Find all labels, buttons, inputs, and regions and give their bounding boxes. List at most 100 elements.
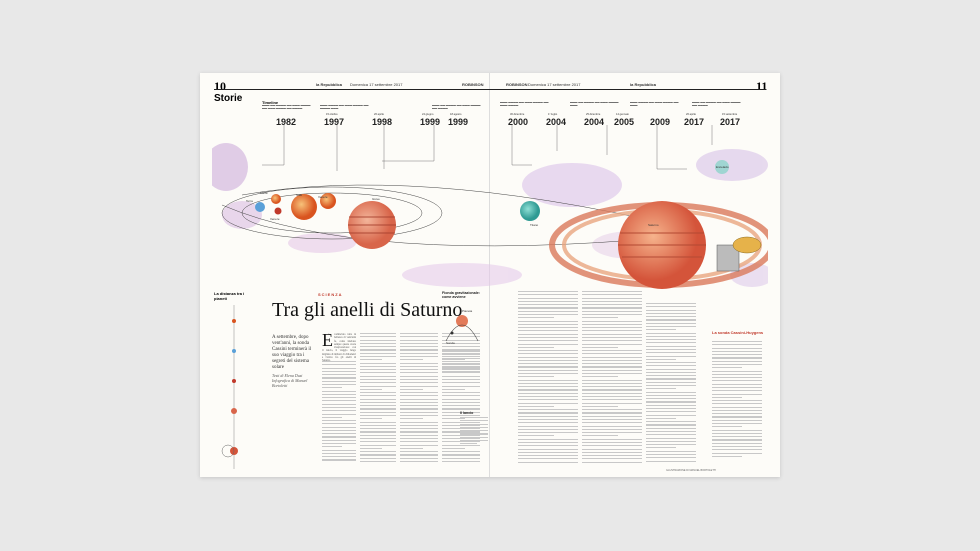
article-column-4 xyxy=(442,333,480,465)
article-standfirst: A settembre, dopo vent'anni, la sonda Ca… xyxy=(272,335,312,370)
text-line xyxy=(518,369,578,371)
text-line xyxy=(518,405,554,407)
article-kicker: SCIENZA xyxy=(318,292,343,297)
text-line xyxy=(712,455,742,457)
text-line xyxy=(646,348,696,351)
saturn-planet xyxy=(549,201,768,289)
text-line xyxy=(646,368,696,370)
sun xyxy=(291,194,317,220)
text-line xyxy=(442,418,465,420)
text-line xyxy=(518,402,578,404)
sidebar-title: La distanza tra i pianeti xyxy=(214,291,245,301)
text-line xyxy=(442,339,480,341)
timeline-date: 15 ottobre xyxy=(326,113,338,116)
titan-moon xyxy=(520,201,540,221)
text-line xyxy=(400,378,438,381)
timeline-year: 2005 xyxy=(614,117,635,127)
text-line xyxy=(712,409,762,411)
text-line xyxy=(712,406,762,408)
distance-scale xyxy=(221,305,238,469)
text-line xyxy=(582,323,642,325)
text-line xyxy=(646,430,696,433)
text-line xyxy=(712,396,742,398)
illustration-credit: ILLUSTRAZIONE DI MANUEL BORTOLETTI xyxy=(666,469,717,472)
text-line xyxy=(460,436,488,438)
text-line xyxy=(712,377,762,379)
timeline-note: ▬▬▬ ▬▬▬▬ ▬▬ ▬▬▬ ▬▬▬▬ ▬▬ ▬▬▬ xyxy=(630,101,679,107)
text-line xyxy=(442,421,480,423)
timeline-year: 2017 xyxy=(684,117,705,127)
text-line xyxy=(646,381,696,383)
text-line xyxy=(360,434,396,436)
text-line xyxy=(646,414,696,416)
text-line xyxy=(646,457,696,459)
text-line xyxy=(518,412,578,414)
text-line xyxy=(712,370,762,372)
text-line xyxy=(442,370,480,372)
text-line xyxy=(646,440,696,442)
timeline-connectors xyxy=(262,125,713,171)
text-line xyxy=(442,375,480,377)
text-line xyxy=(582,435,618,437)
timeline-year: 2004 xyxy=(584,117,605,127)
text-line xyxy=(400,346,438,348)
text-line xyxy=(360,421,396,423)
text-line xyxy=(442,401,480,403)
text-line xyxy=(322,397,356,399)
text-line xyxy=(442,411,480,413)
text-line xyxy=(460,417,488,419)
text-line xyxy=(442,349,480,351)
earth-planet xyxy=(255,202,265,212)
text-line xyxy=(646,303,696,305)
text-line xyxy=(582,402,642,404)
text-line xyxy=(712,344,762,346)
text-line xyxy=(518,297,578,299)
text-line xyxy=(582,333,642,335)
text-line xyxy=(322,436,356,438)
text-line xyxy=(360,359,382,361)
text-line xyxy=(442,346,480,348)
text-line xyxy=(360,369,396,371)
timeline-note: ▬▬▬ ▬▬ ▬▬▬▬ ▬▬ ▬▬▬ ▬▬▬▬ ▬▬ ▬▬▬ ▬▬▬▬ ▬▬ ▬… xyxy=(262,104,311,110)
masthead-right: la Repubblica xyxy=(630,82,657,87)
text-line xyxy=(646,345,696,347)
text-line xyxy=(518,346,554,348)
text-line xyxy=(360,378,396,381)
text-line xyxy=(400,352,438,354)
text-line xyxy=(442,382,480,384)
text-line xyxy=(518,428,578,430)
text-line xyxy=(646,460,696,462)
text-line xyxy=(400,362,438,364)
text-line xyxy=(712,360,762,362)
text-line xyxy=(442,447,465,449)
text-line xyxy=(400,418,423,420)
article-column-3 xyxy=(400,333,438,465)
timeline-year: 1998 xyxy=(372,117,393,127)
masthead-left-date: Domenica 17 settembre 2017 xyxy=(350,82,403,87)
text-line xyxy=(442,441,480,443)
text-line xyxy=(400,395,438,397)
text-line xyxy=(400,336,438,338)
text-line xyxy=(582,353,642,355)
text-line xyxy=(360,415,396,417)
text-line xyxy=(582,405,618,407)
text-line xyxy=(646,385,696,387)
text-line xyxy=(400,333,438,335)
text-line xyxy=(646,444,696,446)
timeline-date: 30 dicembre xyxy=(510,113,525,116)
text-line xyxy=(582,425,642,427)
text-line xyxy=(442,365,480,367)
text-line xyxy=(518,432,578,434)
text-line xyxy=(582,422,642,424)
solar-system-illustration xyxy=(212,125,768,289)
text-line xyxy=(646,358,676,360)
text-line xyxy=(322,400,356,402)
text-line xyxy=(582,300,642,302)
text-line xyxy=(518,353,578,355)
text-line xyxy=(360,398,396,400)
text-line xyxy=(582,366,642,368)
distance-sidebar: La distanza tra i pianeti xyxy=(214,291,254,471)
text-line xyxy=(712,423,762,425)
text-line xyxy=(582,320,642,322)
text-line xyxy=(460,430,488,432)
